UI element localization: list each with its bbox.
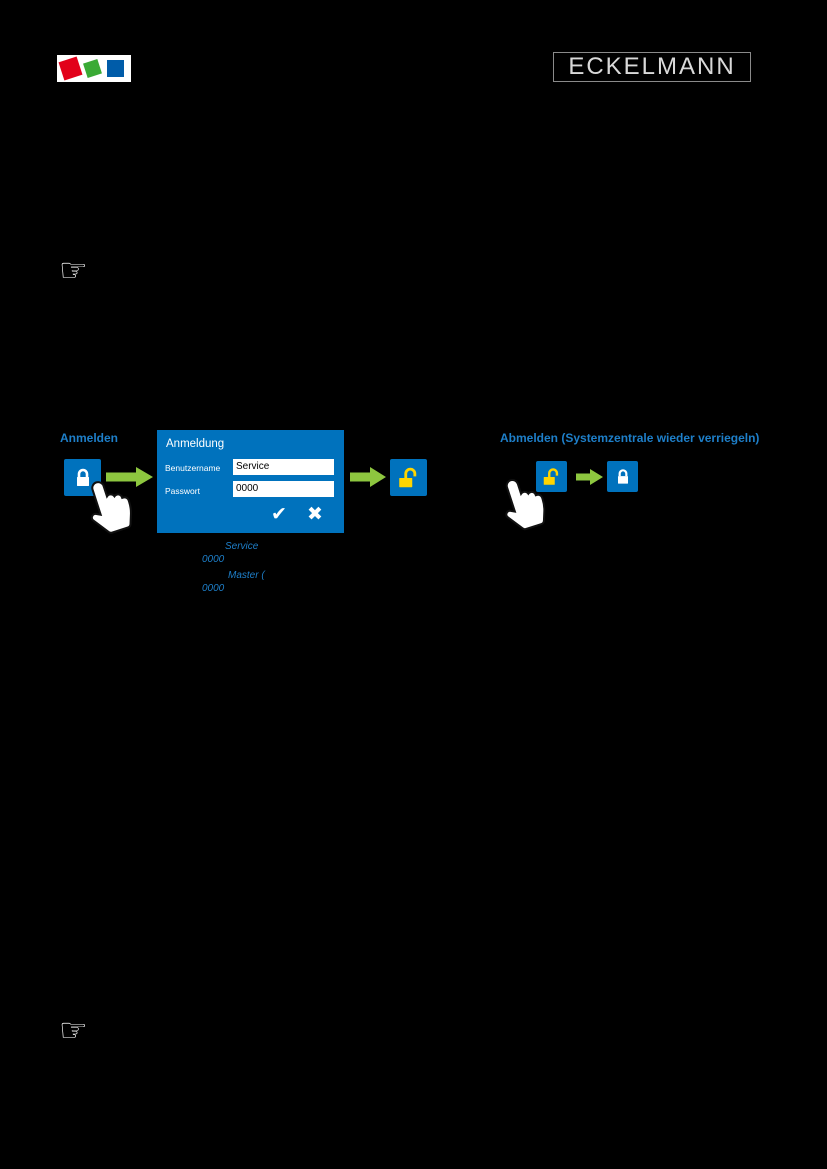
brand-wordmark: ECKELMANN [553, 52, 751, 82]
lock-button-unlocked[interactable] [390, 459, 427, 496]
padlock-open-icon [398, 467, 416, 487]
note-hand-icon: ☞ [59, 1012, 88, 1048]
password-label: Passwort [165, 486, 200, 496]
arrow-right-icon [350, 467, 386, 487]
arrow-right-icon [576, 469, 603, 485]
master-hint-text: Master ( [228, 570, 265, 581]
master-password-hint-text: 0000 [202, 583, 225, 594]
lock-button-locked[interactable] [64, 459, 101, 496]
hand-cursor-icon [90, 481, 132, 534]
logo-green-diamond-icon [83, 59, 102, 78]
logout-flow-title: Abmelden (Systemzentrale wieder verriege… [500, 431, 760, 445]
company-logo [57, 55, 131, 82]
padlock-closed-icon [617, 468, 628, 484]
arrow-right-icon [106, 467, 153, 487]
hand-cursor-icon [505, 478, 546, 531]
password-hint-text: 0000 [202, 554, 225, 565]
padlock-closed-icon [76, 468, 89, 486]
confirm-button[interactable]: ✔ [271, 503, 287, 525]
dialog-title: Anmeldung [166, 438, 225, 450]
username-label: Benutzername [165, 463, 221, 473]
lock-button-unlocked[interactable] [536, 461, 567, 492]
padlock-open-icon [543, 467, 558, 485]
note-hand-icon: ☞ [59, 252, 88, 288]
logo-red-diamond-icon [58, 56, 83, 81]
login-flow-title: Anmelden [60, 431, 119, 445]
logo-blue-square-icon [107, 60, 124, 77]
login-dialog: Anmeldung Benutzername Service Passwort … [157, 430, 344, 533]
username-hint-text: Service [225, 541, 259, 552]
username-input[interactable]: Service [233, 459, 334, 475]
cancel-button[interactable]: ✖ [307, 503, 323, 525]
password-input[interactable]: 0000 [233, 481, 334, 497]
lock-button-locked[interactable] [607, 461, 638, 492]
